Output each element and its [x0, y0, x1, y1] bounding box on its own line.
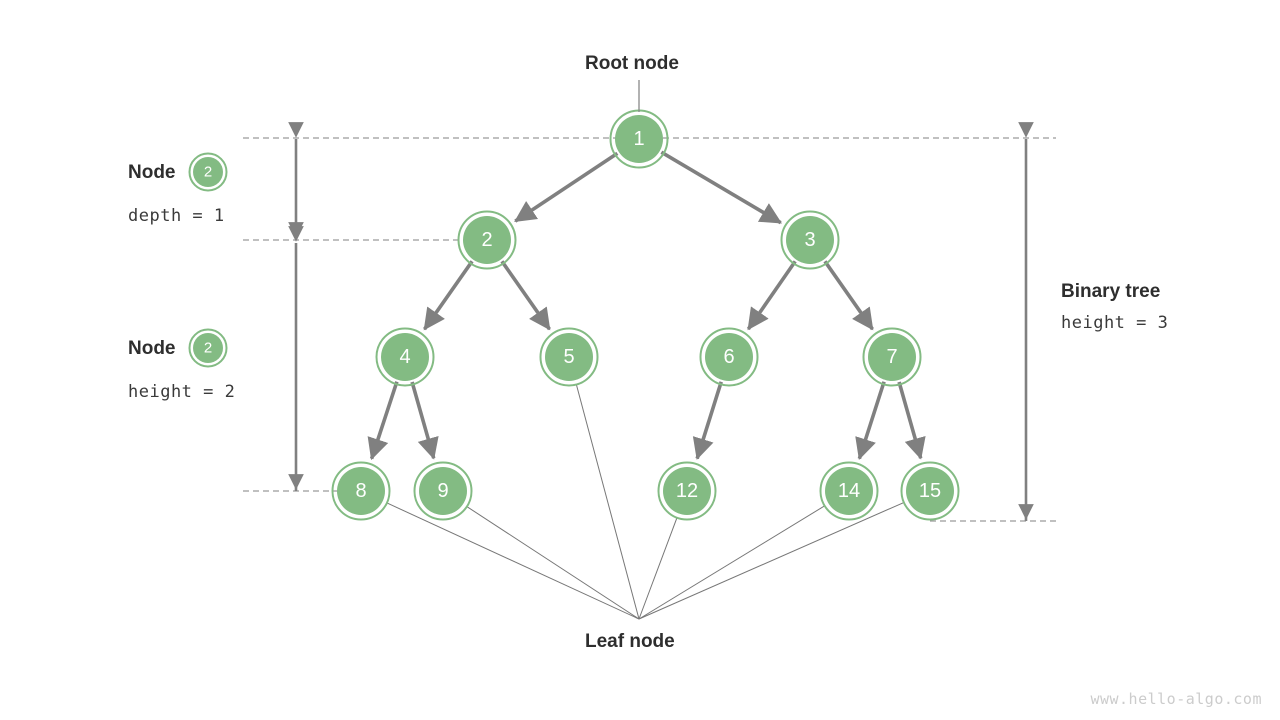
node-value: 7 [886, 346, 897, 368]
tree-node-14: 14 [819, 461, 879, 521]
tree-edge-n4-n8 [367, 381, 399, 461]
leaf-pointer-line-n15 [638, 501, 905, 620]
tree-edge-n3-n6 [746, 260, 797, 331]
node-circle [545, 333, 593, 381]
node-circle [868, 333, 916, 381]
node-ring [331, 461, 391, 521]
tree-edge-n1-n2 [514, 151, 619, 223]
tree-edge-n3-n7 [823, 260, 874, 331]
tree-edge-n7-n15 [897, 381, 926, 460]
node-value: 3 [804, 229, 815, 251]
measure-arrows-group [288, 122, 1034, 521]
tree-edges-group [367, 150, 926, 461]
tree-node-5: 5 [539, 327, 599, 387]
node-circle [906, 467, 954, 515]
tree-node-12: 12 [657, 461, 717, 521]
leaf-pointer-line-n12 [638, 517, 678, 620]
node-badge-depth: 2 [188, 152, 227, 192]
tree-edge-n7-n14 [855, 381, 886, 460]
tree-node-7: 7 [862, 327, 922, 387]
node-circle [337, 467, 385, 515]
node-ring [780, 210, 840, 270]
node-ring [375, 327, 435, 387]
node-height-annotation: Node 2 height = 2 [128, 328, 235, 402]
tree-node-8: 8 [331, 461, 391, 521]
node-value: 2 [481, 229, 492, 251]
leaf-node-label: Leaf node [585, 631, 675, 652]
root-node-label: Root node [585, 53, 679, 74]
leaf-pointer-lines-group [386, 383, 905, 620]
tree-height-value: height = 3 [1061, 313, 1169, 333]
node-badge-height-value: 2 [203, 340, 211, 357]
node-height-value: height = 2 [128, 382, 236, 402]
tree-title: Binary tree [1061, 281, 1161, 302]
node-value: 8 [355, 480, 366, 502]
node-value: 14 [838, 480, 860, 502]
node-value: 4 [399, 346, 410, 368]
tree-node-1: 1 [609, 109, 669, 169]
tree-edge-n6-n12 [692, 381, 723, 460]
node-value: 1 [633, 128, 644, 150]
node-ring [900, 461, 960, 521]
node-height-heading-row: Node 2 [128, 328, 235, 370]
node-value: 15 [919, 480, 941, 502]
tree-node-4: 4 [375, 327, 435, 387]
node-circle [381, 333, 429, 381]
node-value: 5 [563, 346, 574, 368]
tree-edge-n2-n4 [423, 260, 474, 331]
node-value: 6 [723, 346, 734, 368]
tree-node-2: 2 [457, 210, 517, 270]
node-value: 9 [437, 480, 448, 502]
node-circle [463, 216, 511, 264]
leaf-pointer-line-n14 [638, 505, 826, 620]
tree-node-9: 9 [413, 461, 473, 521]
leaf-pointer-line-n9 [466, 505, 640, 620]
tree-edge-n2-n5 [500, 260, 551, 331]
node-depth-value: depth = 1 [128, 206, 225, 226]
node-ring [699, 327, 759, 387]
tree-node-3: 3 [780, 210, 840, 270]
node-circle [419, 467, 467, 515]
node-ring [657, 461, 717, 521]
leaf-pointer-line-n8 [386, 502, 640, 620]
node-circle [615, 115, 663, 163]
node-badge-height: 2 [188, 328, 227, 368]
tree-node-6: 6 [699, 327, 759, 387]
tree-node-15: 15 [900, 461, 960, 521]
node-value: 12 [676, 480, 698, 502]
node-ring [862, 327, 922, 387]
node-depth-title: Node [128, 162, 176, 183]
guide-lines-group [243, 137, 1056, 522]
node-height-title: Node [128, 338, 176, 359]
node-ring [819, 461, 879, 521]
tree-edge-n1-n3 [660, 150, 782, 225]
node-circle [825, 467, 873, 515]
tree-edge-n4-n9 [410, 381, 439, 460]
node-ring [539, 327, 599, 387]
node-ring [413, 461, 473, 521]
watermark: www.hello-algo.com [1090, 690, 1262, 708]
node-circle [705, 333, 753, 381]
node-badge-depth-value: 2 [203, 164, 211, 181]
node-depth-annotation: Node 2 depth = 1 [128, 152, 230, 226]
node-circle [663, 467, 711, 515]
node-circle [786, 216, 834, 264]
node-ring [457, 210, 517, 270]
leaf-pointer-line-n5 [575, 383, 640, 620]
tree-height-annotation: Binary tree height = 3 [1061, 281, 1168, 333]
node-depth-heading-row: Node 2 [128, 152, 230, 194]
